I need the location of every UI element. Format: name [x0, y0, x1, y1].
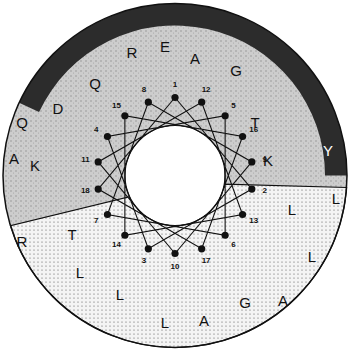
residue-letter: Q: [89, 76, 101, 91]
residue-dot: [145, 245, 152, 252]
residue-dot: [171, 250, 178, 257]
position-number: 8: [142, 86, 146, 94]
residue-letter: E: [160, 39, 170, 54]
position-number: 17: [202, 257, 211, 265]
residue-letter: L: [308, 249, 316, 264]
residue-dot: [121, 112, 128, 119]
position-number: 9: [262, 156, 266, 164]
residue-letter: K: [30, 158, 40, 173]
position-number: 6: [231, 241, 235, 249]
residue-letter: G: [230, 63, 242, 78]
wheel-disc: [3, 4, 347, 348]
residue-letter: L: [288, 202, 296, 217]
residue-letter: L: [116, 287, 124, 302]
residue-letter: R: [127, 45, 138, 60]
outer-letter: R: [17, 234, 28, 249]
residue-letter: A: [278, 293, 288, 308]
residue-dot: [104, 211, 111, 218]
position-number: 16: [249, 126, 258, 134]
residue-letter: A: [199, 313, 209, 328]
wheel-outline: [3, 4, 347, 348]
residue-dot: [121, 232, 128, 239]
outer-letter: Y: [323, 143, 333, 158]
residue-letter: D: [53, 101, 64, 116]
residue-letter: A: [190, 51, 200, 66]
inner-circle: [125, 126, 225, 226]
position-number: 7: [94, 217, 98, 225]
residue-dot: [104, 133, 111, 140]
helix-chords: [98, 98, 252, 254]
residue-dot: [248, 158, 255, 165]
residue-dot: [171, 94, 178, 101]
position-number: 11: [81, 156, 89, 164]
position-number: 5: [231, 102, 235, 110]
position-number: 1: [173, 81, 177, 89]
position-number: 14: [112, 241, 121, 249]
position-number: 13: [249, 217, 258, 225]
outer-letter: Q: [16, 115, 28, 130]
residue-letter: T: [67, 227, 76, 242]
residue-dot: [95, 158, 102, 165]
position-number: 4: [94, 126, 98, 134]
residue-dot: [222, 112, 229, 119]
position-number: 15: [112, 102, 121, 110]
residue-dot: [239, 133, 246, 140]
residue-letter: G: [239, 295, 251, 310]
position-number: 2: [262, 187, 266, 195]
residue-dot: [95, 185, 102, 192]
residue-letter: L: [161, 315, 169, 330]
position-number: 10: [171, 263, 180, 271]
outer-letter: L: [332, 191, 340, 206]
position-number: 18: [81, 187, 90, 195]
residue-dot: [198, 245, 205, 252]
residue-dot: [222, 232, 229, 239]
residue-dot: [145, 99, 152, 106]
position-number: 12: [202, 86, 211, 94]
residue-dot: [239, 211, 246, 218]
residue-letter: L: [76, 265, 84, 280]
outer-letter: A: [9, 151, 19, 166]
residue-dot: [248, 185, 255, 192]
residue-dot: [198, 99, 205, 106]
position-number: 3: [142, 257, 146, 265]
